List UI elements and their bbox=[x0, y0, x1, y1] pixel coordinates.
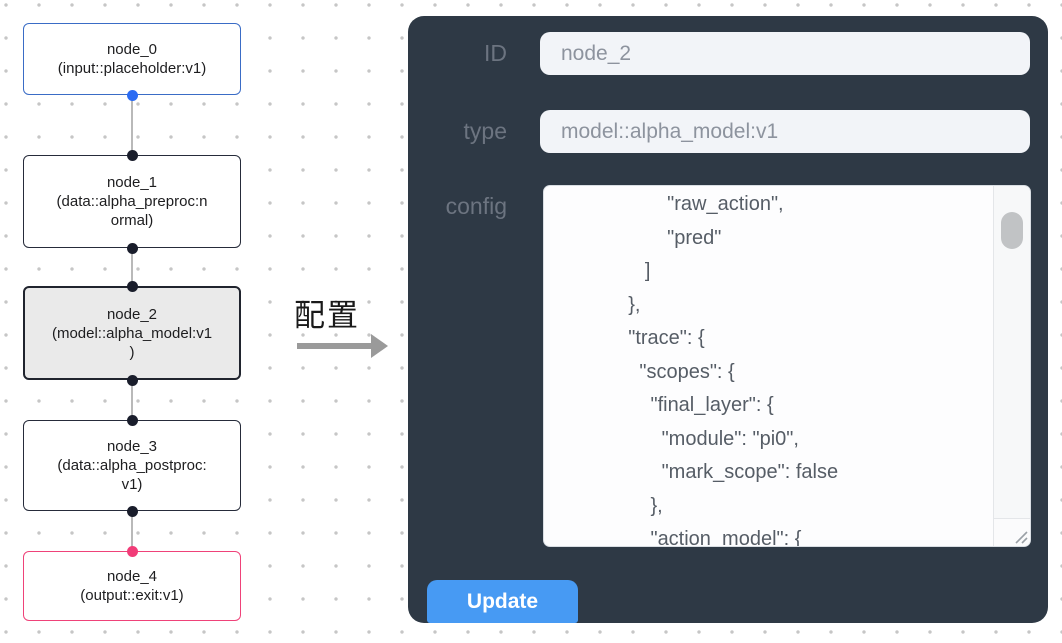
connection-handle-target-pink[interactable] bbox=[126, 545, 138, 557]
edge-node1-node2 bbox=[131, 248, 133, 286]
node-subtitle: (data::alpha_postproc: bbox=[57, 457, 207, 474]
flow-editor-canvas: node_0 (input::placeholder:v1) node_1 (d… bbox=[0, 0, 405, 643]
configure-annotation: 配置 bbox=[294, 298, 404, 368]
edge-node2-node3 bbox=[131, 380, 133, 420]
graph-node-node1[interactable]: node_1 (data::alpha_preproc:n ormal) bbox=[23, 155, 241, 248]
update-button[interactable]: Update bbox=[427, 580, 578, 623]
config-scrollbar-track[interactable] bbox=[993, 186, 1030, 546]
graph-node-node2-selected[interactable]: node_2 (model::alpha_model:v1 ) bbox=[23, 286, 241, 380]
configure-label: 配置 bbox=[294, 298, 360, 333]
config-textarea[interactable]: "raw_action", "pred" ] }, "trace": { "sc… bbox=[543, 185, 1031, 547]
connection-handle-target[interactable] bbox=[126, 280, 138, 292]
resize-grip-icon bbox=[1015, 531, 1028, 544]
type-input[interactable] bbox=[540, 110, 1030, 153]
connection-handle-source[interactable] bbox=[126, 242, 138, 254]
connection-handle-source[interactable] bbox=[126, 505, 138, 517]
config-resize-corner[interactable] bbox=[993, 518, 1030, 546]
node-subtitle: (data::alpha_preproc:n bbox=[56, 193, 208, 210]
graph-node-node4[interactable]: node_4 (output::exit:v1) bbox=[23, 551, 241, 621]
id-field-label: ID bbox=[484, 40, 507, 66]
edge-node0-node1 bbox=[131, 95, 133, 155]
type-field-label: type bbox=[463, 118, 507, 144]
node-subtitle: ormal) bbox=[110, 212, 154, 229]
right-arrow-icon bbox=[297, 343, 371, 349]
config-field-label: config bbox=[445, 193, 507, 219]
config-scrollbar-thumb[interactable] bbox=[1001, 212, 1023, 249]
config-json-text: "raw_action", "pred" ] }, "trace": { "sc… bbox=[628, 193, 839, 547]
node-title: node_1 bbox=[106, 174, 158, 191]
node-title: node_3 bbox=[106, 438, 158, 455]
connection-handle-source[interactable] bbox=[126, 374, 138, 386]
node-subtitle: ) bbox=[129, 343, 135, 361]
node-subtitle: (model::alpha_model:v1 bbox=[51, 324, 213, 342]
node-subtitle: (output::exit:v1) bbox=[80, 587, 184, 604]
node-title: node_0 bbox=[106, 41, 158, 58]
right-arrow-head-icon bbox=[371, 334, 388, 358]
edge-node3-node4 bbox=[131, 511, 133, 551]
graph-node-node3[interactable]: node_3 (data::alpha_postproc: v1) bbox=[23, 420, 241, 511]
node-subtitle: (input::placeholder:v1) bbox=[57, 60, 207, 77]
connection-handle-target[interactable] bbox=[126, 414, 138, 426]
graph-node-node0[interactable]: node_0 (input::placeholder:v1) bbox=[23, 23, 241, 95]
connection-handle-target[interactable] bbox=[126, 149, 138, 161]
node-title: node_2 bbox=[106, 305, 158, 323]
connection-handle-source-blue[interactable] bbox=[126, 89, 138, 101]
node-subtitle: v1) bbox=[121, 476, 143, 493]
node-config-panel: ID type config "raw_action", "pred" ] },… bbox=[408, 16, 1048, 623]
id-input[interactable] bbox=[540, 32, 1030, 75]
node-title: node_4 bbox=[106, 568, 158, 585]
